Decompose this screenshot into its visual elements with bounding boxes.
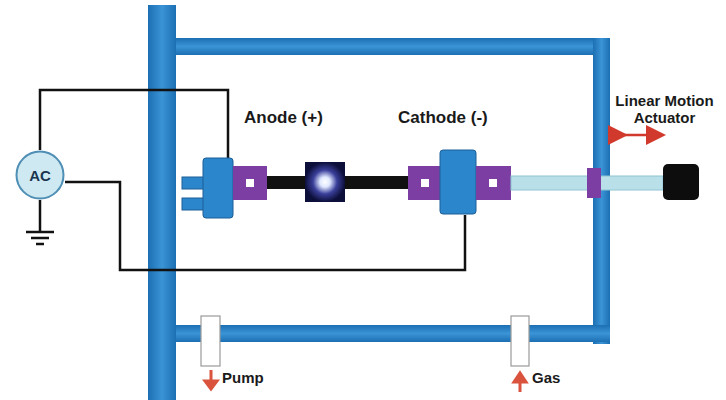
anode-label: Anode (+)	[244, 108, 364, 128]
node-text: AC	[29, 167, 51, 184]
cathode-label: Cathode (-)	[398, 108, 528, 128]
source-circle: AC	[15, 150, 65, 200]
gas-label: Gas	[532, 369, 582, 386]
actuator-label: Linear Motion Actuator	[607, 92, 722, 127]
pump-label: Pump	[222, 369, 282, 386]
